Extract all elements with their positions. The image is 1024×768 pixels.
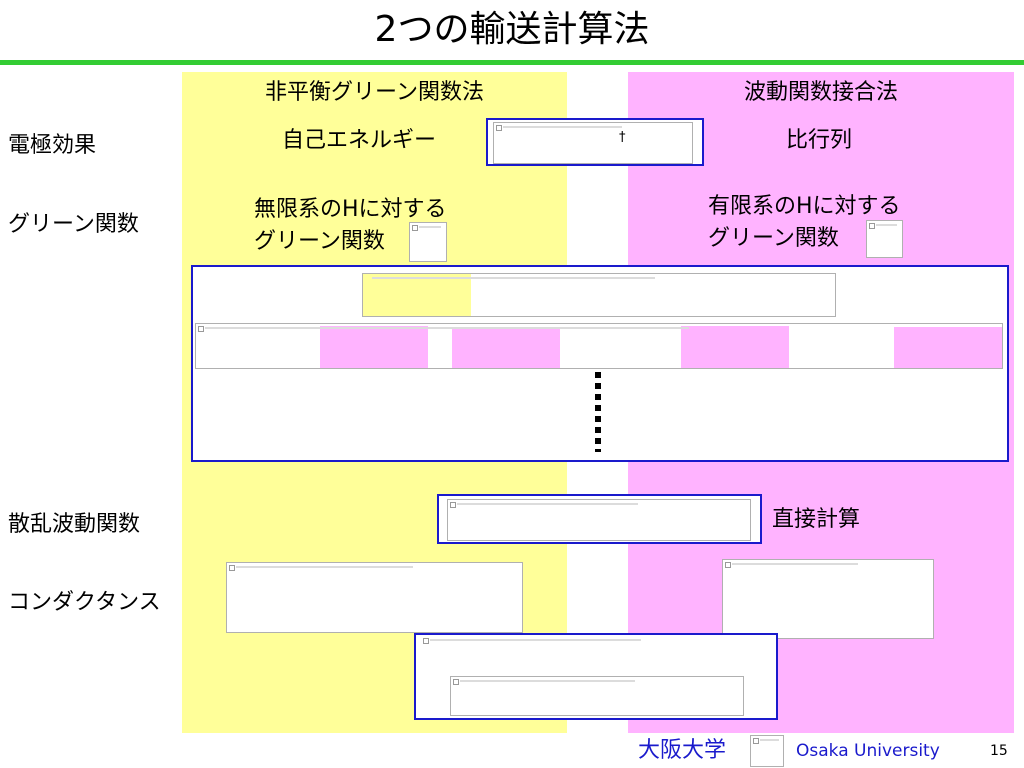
- dagger-symbol: †: [619, 130, 626, 145]
- highlight-pink: [452, 327, 560, 368]
- negf-column-header: 非平衡グリーン関数法: [265, 80, 484, 105]
- equation-image: [450, 676, 744, 716]
- conductance-equation-image-wavefunction: [722, 559, 934, 639]
- highlight-pink: [681, 326, 789, 368]
- self-energy-equation-box: †: [486, 118, 704, 166]
- finite-system-green-line1: 有限系のHに対する: [708, 194, 901, 219]
- conductance-equation-image-negf: [226, 562, 523, 633]
- row-label-conductance: コンダクタンス: [8, 590, 161, 615]
- finite-system-green-line2: グリーン関数: [708, 226, 839, 251]
- highlight-pink: [320, 326, 428, 368]
- self-energy-label: 自己エネルギー: [282, 128, 437, 153]
- scattering-equation-box: [437, 494, 762, 544]
- highlight-yellow: [363, 274, 471, 316]
- green-function-symbol-image: [409, 222, 447, 262]
- green-function-equations-box: [191, 265, 1009, 462]
- infinite-system-green-line2: グリーン関数: [254, 229, 385, 254]
- highlight-pink: [894, 327, 1002, 368]
- equation-image: [493, 122, 693, 164]
- equation-image: [195, 323, 1003, 369]
- row-label-green-function: グリーン関数: [8, 212, 139, 237]
- university-name-japanese: 大阪大学: [638, 738, 727, 763]
- wavefunction-column-header: 波動関数接合法: [743, 80, 898, 105]
- university-logo: [750, 735, 784, 767]
- equation-image: [420, 635, 774, 671]
- conductance-equations-box: [414, 633, 778, 720]
- vertical-ellipsis: [595, 372, 601, 452]
- university-name-english: Osaka University: [796, 741, 940, 761]
- title-underline: [0, 60, 1024, 65]
- page-number: 15: [990, 743, 1008, 759]
- slide-title: 2つの輸送計算法: [374, 9, 650, 50]
- equation-image: [362, 273, 836, 317]
- direct-calculation-label: 直接計算: [772, 507, 861, 532]
- green-function-symbol-image: [866, 220, 903, 258]
- equation-image: [447, 499, 751, 541]
- row-label-scattering-wavefunction: 散乱波動関数: [8, 512, 141, 537]
- ratio-matrix-label: 比行列: [786, 128, 853, 153]
- infinite-system-green-line1: 無限系のHに対する: [254, 197, 447, 222]
- row-label-electrode-effect: 電極効果: [8, 133, 97, 158]
